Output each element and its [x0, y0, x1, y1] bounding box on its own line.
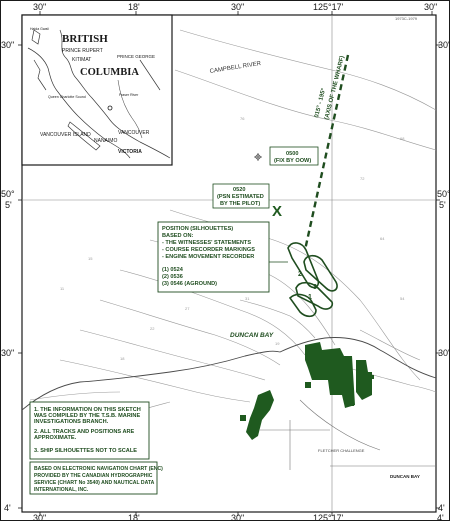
source-line: INTERNATIONAL, INC.	[34, 487, 89, 493]
svg-text:76: 76	[240, 116, 245, 121]
inset-city-vancouver: VANCOUVER	[118, 130, 150, 136]
inset-haida-gwaii: Haida Gwaii	[30, 27, 49, 31]
svg-text:18: 18	[120, 356, 125, 361]
inset-incident-marker	[107, 105, 113, 111]
fix-label-text: (FIX BY OOW)	[274, 158, 311, 164]
silhouette-number-2: 2	[298, 271, 302, 278]
psn-label-text1: (PSN ESTIMATED	[217, 194, 264, 200]
notes-line: APPROXIMATE.	[34, 435, 77, 441]
tick-label-bottom: 18'	[128, 513, 140, 521]
position-note-line: - THE WITNESSES' STATEMENTS	[162, 240, 251, 246]
svg-text:31: 31	[245, 296, 250, 301]
inset-coastline	[27, 29, 171, 159]
position-note-line: - ENGINE MOVEMENT RECORDER	[162, 254, 254, 260]
inset-fraser-river: Fraser River	[119, 93, 139, 97]
notes-box	[29, 401, 150, 460]
svg-text:15: 15	[88, 256, 93, 261]
tick-label-top: 125°17'	[313, 2, 344, 12]
inset-sound: Queen Charlotte Sound	[48, 95, 86, 99]
coastline	[21, 337, 437, 411]
position-note-line: BASED ON:	[162, 233, 194, 239]
tick-label-right: 30"	[438, 348, 450, 358]
notes-line: 3. SHIP SILHOUETTES NOT TO SCALE	[34, 448, 137, 454]
svg-text:68: 68	[400, 136, 405, 141]
tick-label-top: 30"	[33, 2, 46, 12]
inset-city-kitimat: KITIMAT	[72, 57, 91, 63]
psn-cross-marker: X	[272, 203, 282, 220]
chart-code: 1973C-1979	[395, 16, 418, 21]
inset-city-victoria: VICTORIA	[118, 149, 142, 155]
psn-label-box	[212, 183, 270, 209]
inset-city-nanaimo: NANAIMO	[94, 138, 117, 144]
tick-label-right: 5'	[439, 200, 446, 210]
ship-silhouettes	[287, 242, 338, 318]
tick-label-top: 30"	[424, 2, 437, 12]
inset-province-line1: BRITISH	[62, 33, 108, 45]
place-label-duncan-bay-small: DUNCAN BAY	[390, 474, 420, 479]
inset-city-prince-rupert: PRINCE RUPERT	[62, 48, 103, 54]
position-note-line: POSITION (SILHOUETTES)	[162, 226, 233, 232]
inset-islands	[31, 29, 101, 151]
inset-city-vancouver-island: VANCOUVER ISLAND	[40, 132, 91, 138]
svg-text:27: 27	[185, 306, 190, 311]
tick-label-left: 50°	[1, 189, 15, 199]
tick-label-left: 5'	[5, 200, 12, 210]
silhouette-number-1: 1	[308, 294, 312, 301]
tick-label-right: 50°	[437, 189, 450, 199]
notes-line: 2. ALL TRACKS AND POSITIONS ARE	[34, 429, 135, 435]
tick-label-top: 18'	[128, 2, 140, 12]
notes-line: WAS COMPILED BY THE T.S.B. MARINE	[34, 413, 140, 419]
inset-map: BRITISH COLUMBIA PRINCE RUPERT KITIMAT P…	[21, 14, 173, 166]
svg-text:11: 11	[60, 286, 65, 291]
wharf-axis-line	[303, 54, 350, 251]
psn-label-time: 0520	[233, 187, 245, 193]
tick-label-right: 4'	[438, 503, 445, 513]
position-note-box	[157, 221, 270, 293]
place-label-duncan-bay: DUNCAN BAY	[230, 332, 274, 339]
fix-label-box	[269, 146, 319, 166]
inset-river	[117, 79, 143, 139]
tick-label-top: 30"	[231, 2, 244, 12]
inset-city-prince-george: PRINCE GEORGE	[117, 54, 155, 59]
river-lines	[260, 399, 381, 470]
tick-label-left: 30"	[1, 348, 14, 358]
position-note-line: - COURSE RECORDER MARKINGS	[162, 247, 255, 253]
fix-label-time: 0500	[286, 151, 298, 157]
source-line: SERVICE (CHART No 3540) AND NAUTICAL DAT…	[34, 480, 155, 486]
tick-label-left: 4'	[4, 503, 11, 513]
tick-label-bottom: 4'	[437, 513, 444, 521]
svg-text:72: 72	[360, 176, 365, 181]
source-box	[29, 461, 158, 495]
psn-label-text2: BY THE PILOT)	[220, 201, 260, 207]
source-line: PROVIDED BY THE CANADIAN HYDROGRAPHIC	[34, 473, 153, 479]
tick-label-bottom: 30"	[231, 513, 244, 521]
tick-label-bottom: 30"	[33, 513, 46, 521]
position-note-line: (3) 0546 (AGROUND)	[162, 281, 217, 287]
fix-marker	[254, 153, 262, 161]
svg-text:22: 22	[150, 326, 155, 331]
position-note-line: (1) 0524	[162, 267, 184, 273]
tick-label-right: 30"	[438, 40, 450, 50]
source-line: BASED ON ELECTRONIC NAVIGATION CHART (EN…	[34, 466, 163, 472]
shore-label: FLETCHER CHALLENGE	[318, 448, 365, 453]
svg-text:64: 64	[380, 236, 385, 241]
tick-label-left: 30"	[1, 40, 14, 50]
inset-province-line2: COLUMBIA	[80, 67, 139, 78]
position-note-line: (2) 0536	[162, 274, 183, 280]
silhouette-number-3: 3	[313, 284, 317, 291]
svg-text:19: 19	[275, 341, 280, 346]
land-fill	[240, 342, 374, 440]
tick-label-bottom: 125°17'	[313, 513, 344, 521]
notes-line: 1. THE INFORMATION ON THIS SKETCH	[34, 407, 141, 413]
svg-text:54: 54	[400, 296, 405, 301]
notes-line: INVESTIGATIONS BRANCH.	[34, 419, 109, 425]
